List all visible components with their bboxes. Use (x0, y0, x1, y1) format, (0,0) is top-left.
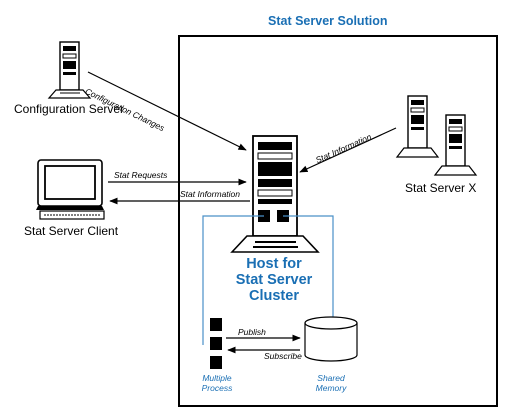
stat-server-x-label: Stat Server X (405, 181, 477, 195)
shared-memory-icon (304, 316, 358, 362)
host-server-icon (230, 135, 320, 253)
configuration-server-label: Configuration Server (14, 102, 125, 116)
stat-server-client-label: Stat Server Client (24, 224, 119, 238)
arrows (87, 71, 397, 205)
stat-requests-label: Stat Requests (114, 170, 168, 180)
publish-label: Publish (238, 327, 266, 337)
multiple-process-label: Multiple Process (201, 373, 233, 393)
stat-server-x-icon (395, 95, 478, 176)
process-blocks (210, 318, 222, 369)
stat-info-out-label: Stat Information (180, 189, 241, 199)
configuration-server-icon (47, 41, 92, 99)
config-changes-arrow (87, 71, 247, 151)
cluster-links (202, 215, 334, 345)
shared-memory-label: Shared Memory (315, 373, 347, 393)
host-label: Host for Stat Server Cluster (235, 256, 313, 304)
diagram-title: Stat Server Solution (268, 14, 388, 28)
client-workstation-icon (36, 159, 105, 220)
subscribe-label: Subscribe (264, 351, 302, 361)
stat-info-in-arrow (299, 127, 397, 173)
solution-boundary (178, 35, 498, 407)
